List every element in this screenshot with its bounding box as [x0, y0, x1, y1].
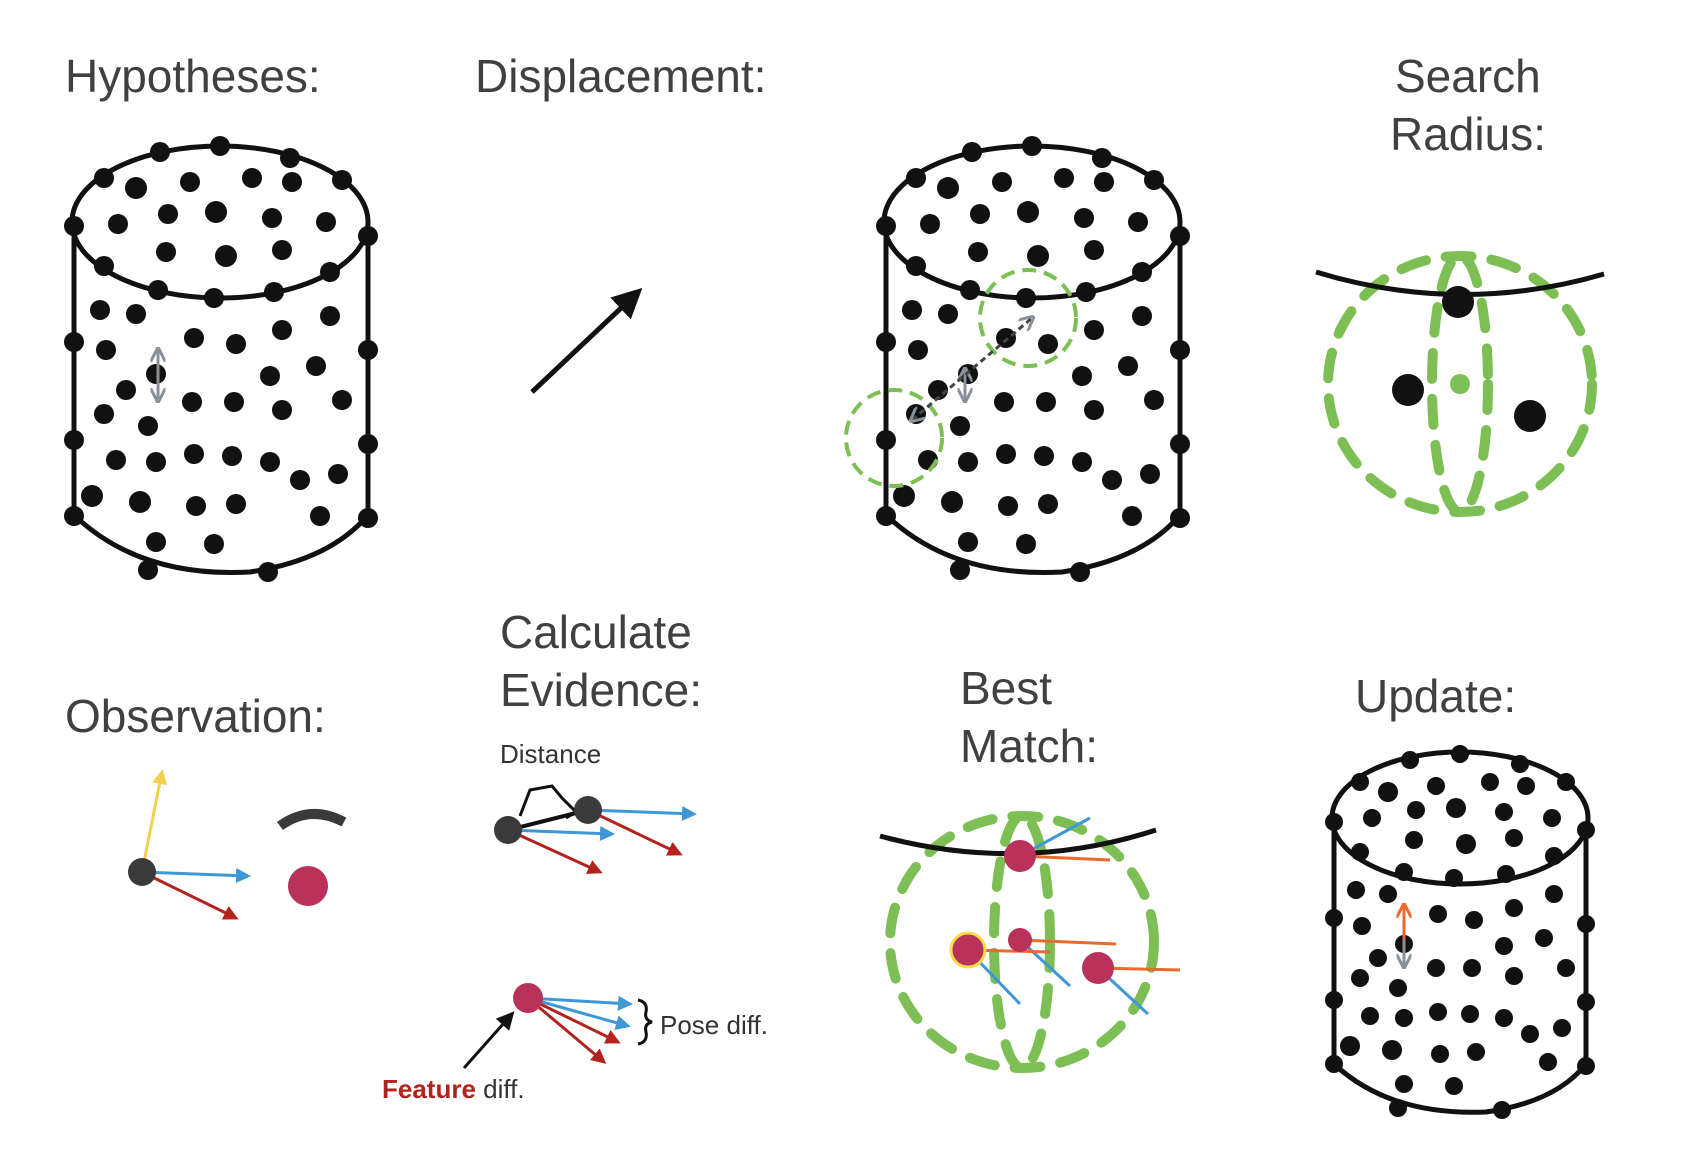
distance-label: Distance: [500, 739, 601, 769]
observation-curvature-arc: [277, 808, 347, 831]
pose-diff-bracket: [637, 998, 653, 1046]
hypotheses-points: [64, 136, 378, 582]
distance-vectors: [507, 806, 697, 874]
pose-diff-label: Pose diff.: [660, 1010, 768, 1040]
best-match-candidate-right: [1082, 952, 1114, 984]
observation-heading: Observation:: [65, 690, 326, 742]
feature-diff-pointer-arrow: [462, 1011, 515, 1069]
distance-point-b: [574, 796, 602, 824]
calculate-evidence-heading-line1: Calculate: [500, 606, 692, 658]
feature-word: Feature: [382, 1074, 476, 1104]
feature-diff-label: Feature diff.: [382, 1074, 525, 1104]
observation-pose: [140, 769, 251, 920]
best-match-heading-line2: Match:: [960, 720, 1098, 772]
observation-location-point: [128, 858, 156, 886]
search-radius-points: [1392, 286, 1546, 432]
update-heading: Update:: [1355, 670, 1516, 722]
search-radius-heading-line1: Search: [1395, 50, 1541, 102]
observation-feature-point: [288, 866, 328, 906]
best-match-winner: [949, 931, 987, 969]
search-radius-heading-line2: Radius:: [1390, 108, 1546, 160]
displacement-arrow: [530, 287, 643, 394]
displaced-points: [876, 136, 1190, 582]
search-radius-sphere: [1323, 251, 1597, 517]
hypotheses-heading: Hypotheses:: [65, 50, 321, 102]
feature-diff-suffix: diff.: [476, 1074, 525, 1104]
search-radius-center: [1450, 374, 1470, 394]
feature-diff-point: [513, 983, 543, 1013]
best-match-heading-line1: Best: [960, 662, 1052, 714]
best-match-candidate-top: [1004, 840, 1036, 872]
pose-diff-vectors: [527, 995, 633, 1064]
best-match-candidate-center: [1008, 928, 1032, 952]
displacement-heading: Displacement:: [475, 50, 766, 102]
displaced-pose-arrows: [912, 318, 1032, 420]
update-points: [1325, 745, 1595, 1119]
distance-point-a: [494, 816, 522, 844]
calculate-evidence-heading-line2: Evidence:: [500, 664, 702, 716]
